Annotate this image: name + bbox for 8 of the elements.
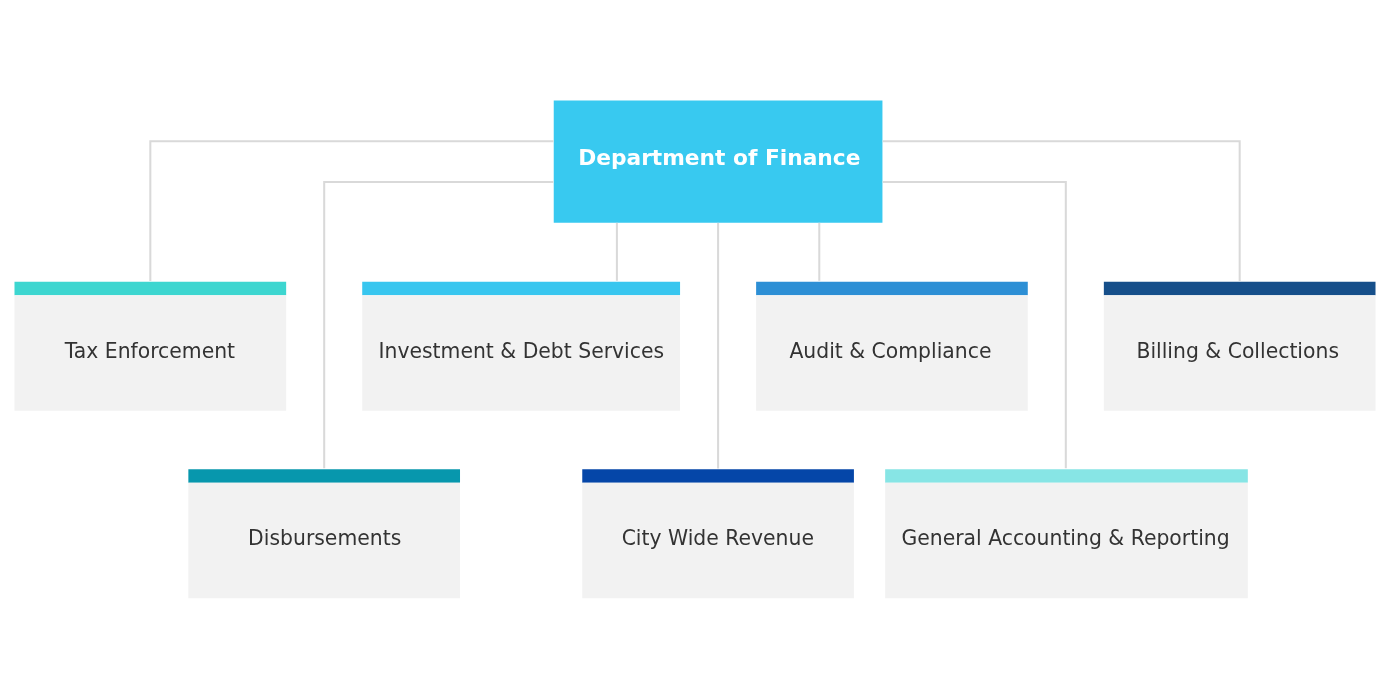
connector: [882, 140, 1241, 281]
connector: [818, 222, 821, 281]
connector: [882, 180, 1067, 469]
connector: [615, 222, 618, 281]
connector: [323, 180, 554, 469]
node-box: Department of Finance: [553, 100, 883, 223]
connector: [149, 140, 554, 281]
connector: [717, 222, 720, 469]
